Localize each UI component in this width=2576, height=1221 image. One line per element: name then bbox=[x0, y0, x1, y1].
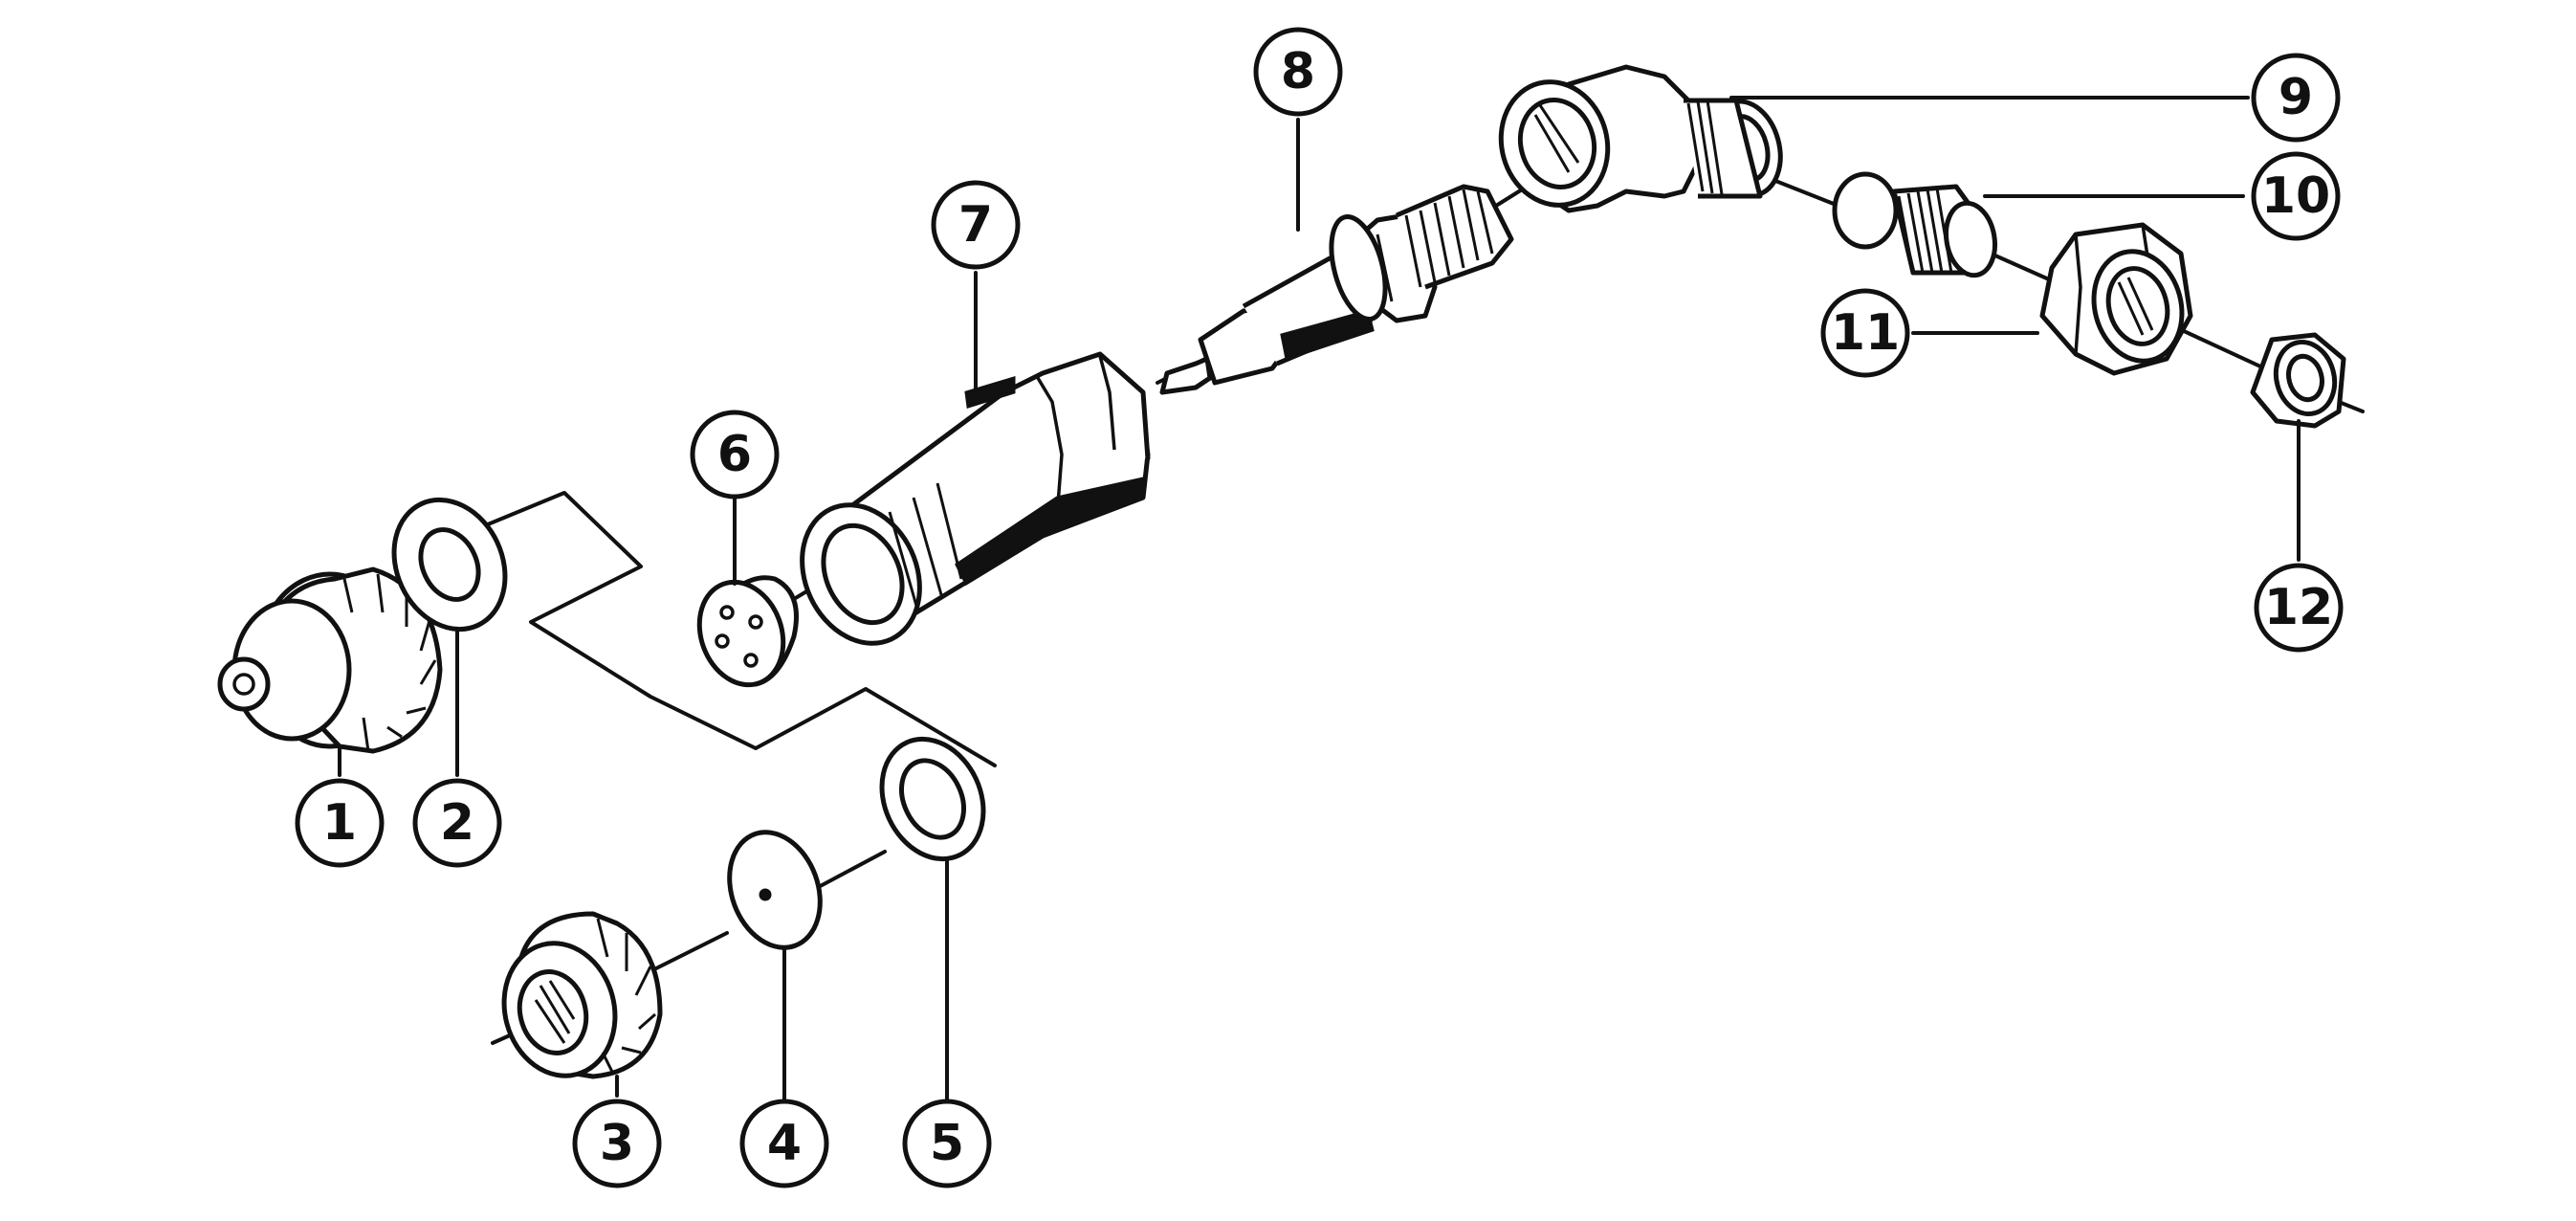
part-11-hex-nut bbox=[2039, 222, 2193, 376]
callout-12-label: 12 bbox=[2264, 579, 2333, 636]
part-4-disc bbox=[727, 830, 823, 950]
part-1-knurled-cap bbox=[217, 566, 443, 754]
axis-segment bbox=[811, 850, 887, 892]
callout-1-label: 1 bbox=[322, 794, 357, 852]
callout-11: 11 bbox=[1820, 288, 1910, 378]
part-8-check-valve bbox=[1159, 184, 1514, 395]
part-3-knurled-nut bbox=[501, 911, 663, 1079]
callout-9-label: 9 bbox=[2279, 69, 2313, 126]
callout-5: 5 bbox=[902, 1099, 992, 1188]
axis-segment bbox=[649, 931, 729, 973]
part-10-threaded-nipple bbox=[1832, 171, 1997, 278]
callout-5-label: 5 bbox=[930, 1115, 964, 1172]
callout-7-label: 7 bbox=[958, 196, 993, 254]
callout-4: 4 bbox=[739, 1099, 829, 1188]
callout-8-label: 8 bbox=[1281, 43, 1315, 100]
callout-9: 9 bbox=[2251, 53, 2341, 143]
callout-12: 12 bbox=[2254, 563, 2344, 653]
callout-1: 1 bbox=[295, 778, 385, 868]
callout-10-label: 10 bbox=[2261, 167, 2330, 225]
callout-6-label: 6 bbox=[717, 426, 752, 483]
callout-2: 2 bbox=[412, 778, 502, 868]
part-9-elbow-fitting bbox=[1498, 64, 1783, 213]
part-2-washer bbox=[391, 497, 508, 633]
callout-3-label: 3 bbox=[600, 1115, 634, 1172]
callout-7: 7 bbox=[931, 180, 1021, 270]
callouts: 1 2 3 4 5 6 7 8 bbox=[295, 27, 2344, 1188]
part-12-lock-nut bbox=[2250, 332, 2346, 429]
part-7-nozzle-body bbox=[800, 351, 1151, 646]
callout-2-label: 2 bbox=[440, 794, 474, 852]
callout-6: 6 bbox=[690, 410, 780, 500]
callout-10: 10 bbox=[2251, 151, 2341, 241]
callout-3: 3 bbox=[572, 1099, 662, 1188]
part-6-swirl-plate bbox=[696, 575, 799, 688]
leader-lines bbox=[338, 96, 2301, 1102]
callout-11-label: 11 bbox=[1831, 304, 1900, 362]
part-5-washer bbox=[879, 736, 986, 862]
callout-4-label: 4 bbox=[767, 1115, 802, 1172]
callout-8: 8 bbox=[1253, 27, 1343, 117]
offset-connector-line bbox=[486, 491, 997, 767]
